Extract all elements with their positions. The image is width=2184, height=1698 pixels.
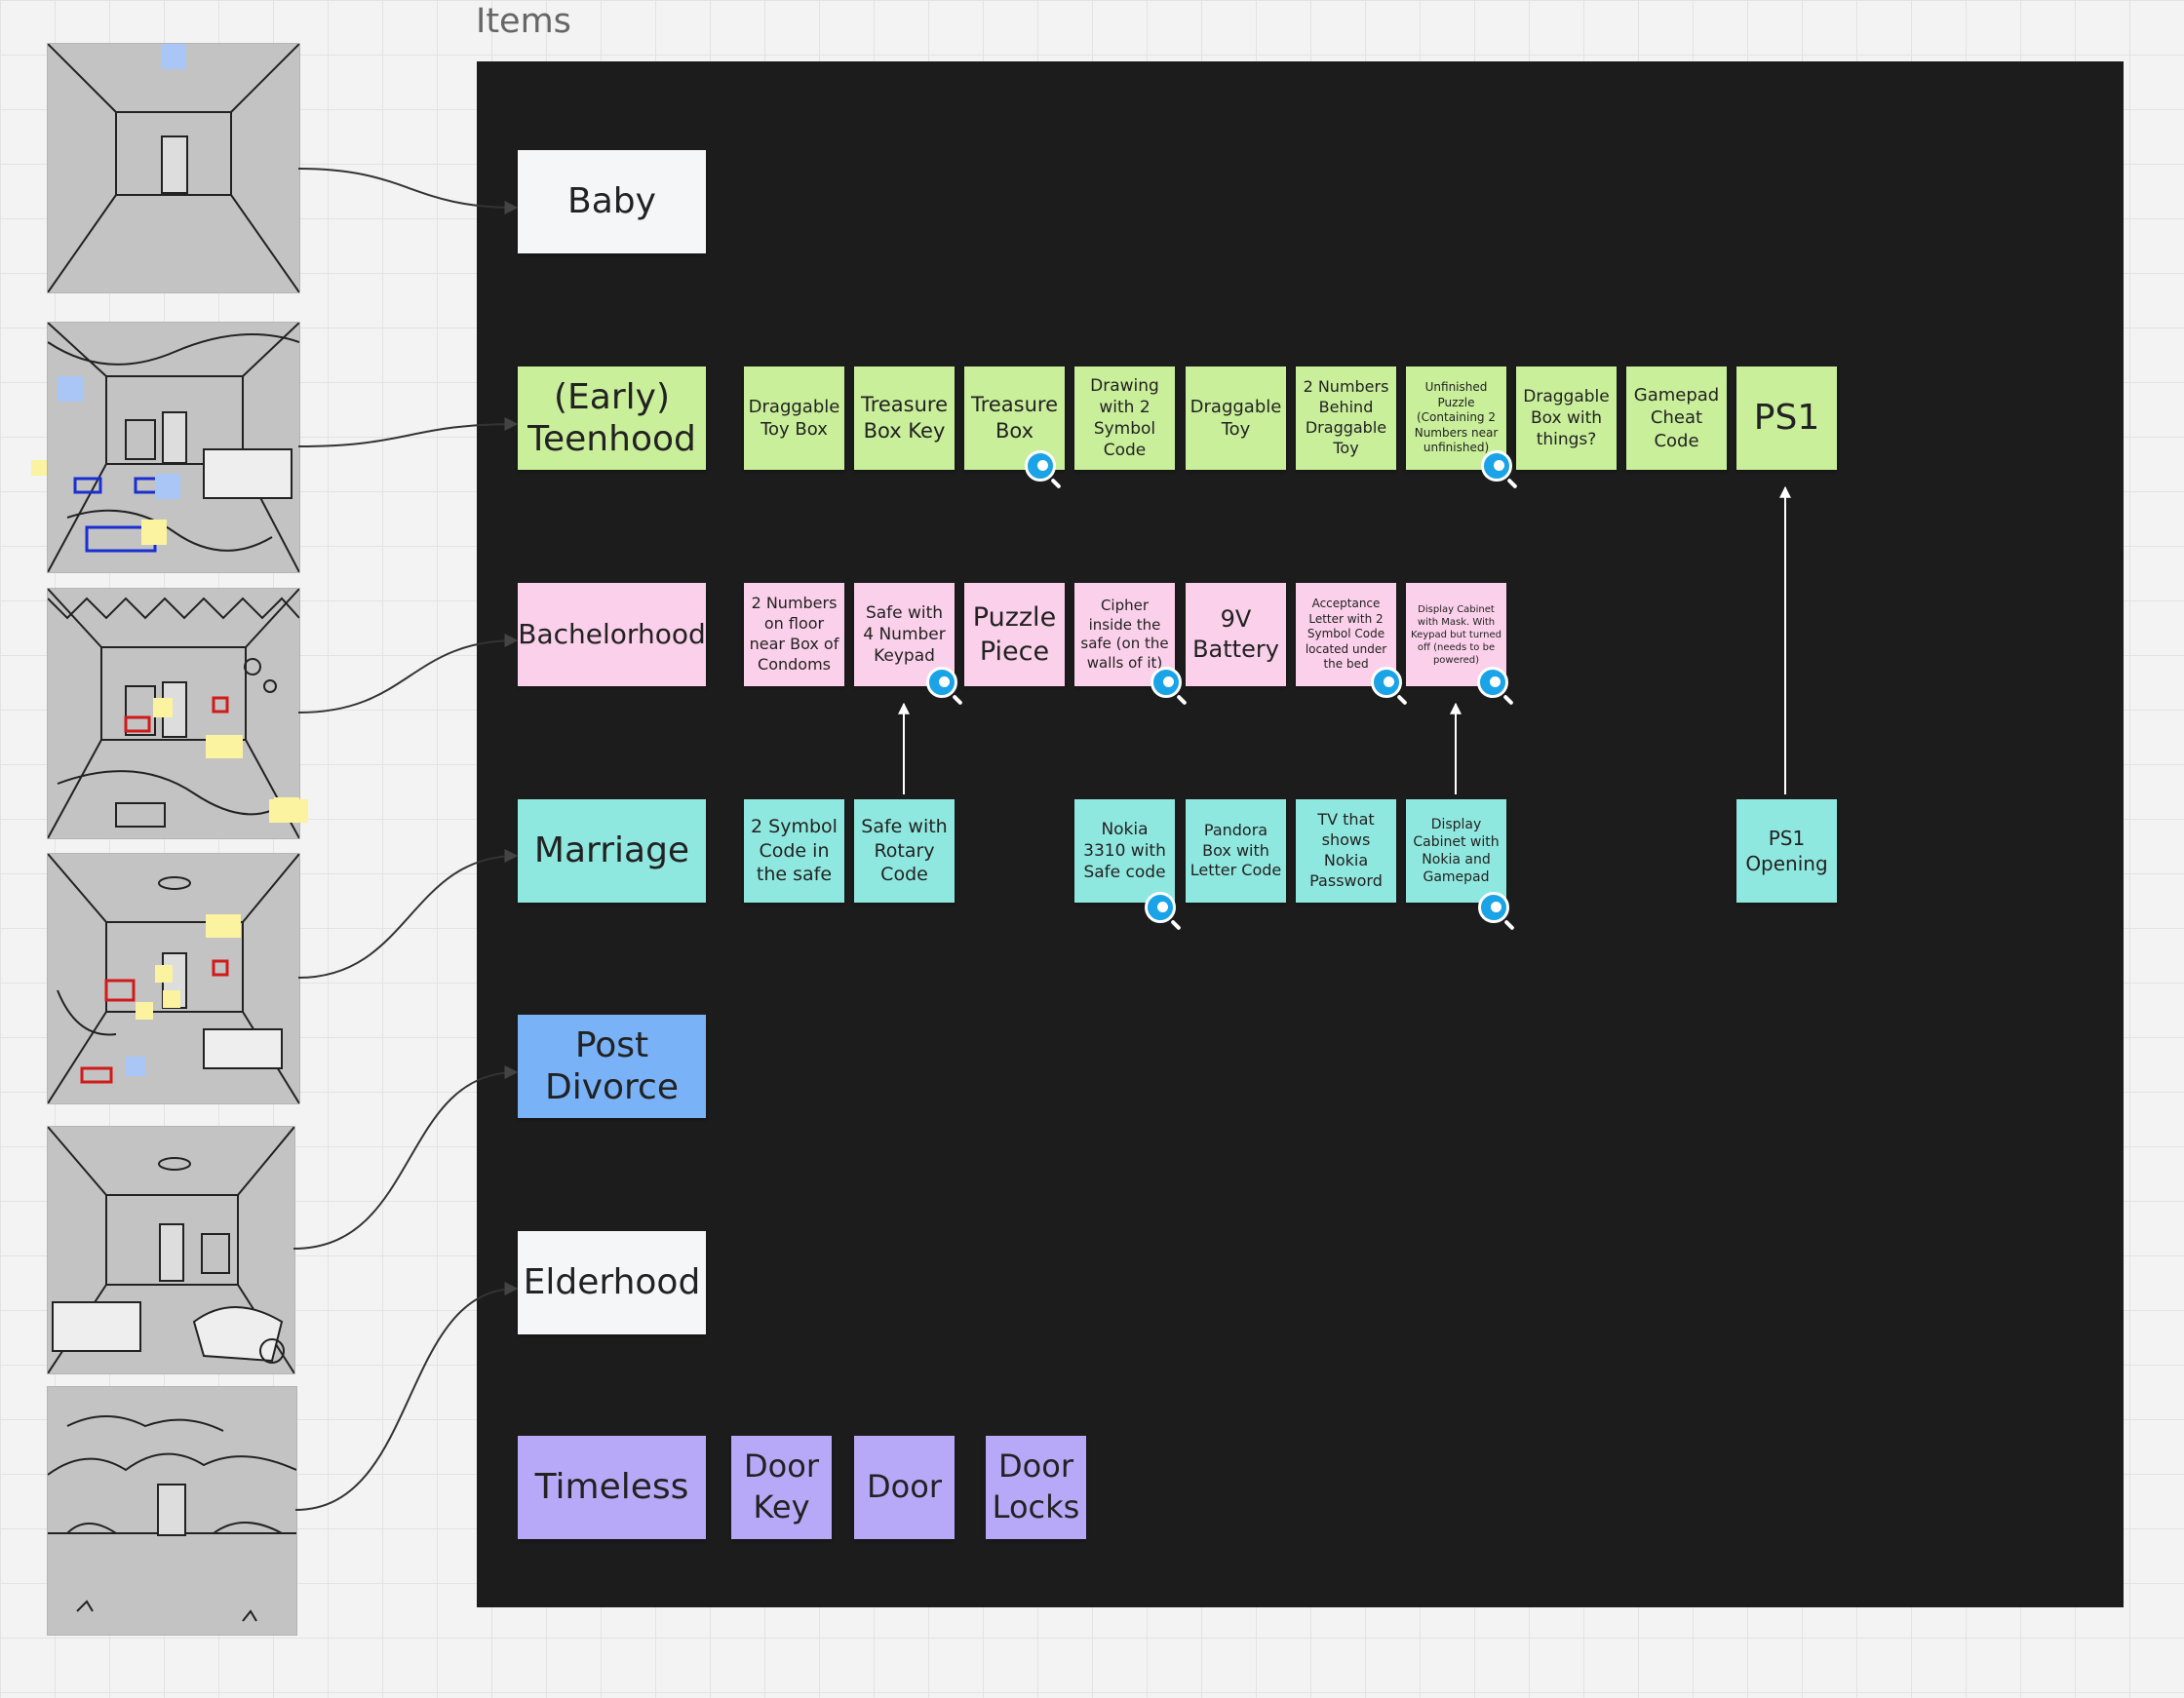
item-display-cabinet-nokia[interactable]: Display Cabinet with Nokia and Gamepad: [1406, 799, 1506, 903]
floating-sticky: [269, 799, 308, 823]
item-9v-battery[interactable]: 9V Battery: [1186, 583, 1286, 686]
item-treasure-box-key[interactable]: Treasure Box Key: [854, 367, 955, 470]
comment-bubble-icon[interactable]: [1478, 892, 1509, 923]
item-symbol-code-in-safe[interactable]: 2 Symbol Code in the safe: [744, 799, 844, 903]
item-gamepad-cheat-code[interactable]: Gamepad Cheat Code: [1626, 367, 1727, 470]
row-label-teenhood[interactable]: (Early) Teenhood: [518, 367, 706, 470]
room-sketch: [48, 589, 299, 838]
row-label-post-divorce[interactable]: Post Divorce: [518, 1015, 706, 1118]
item-door-key[interactable]: Door Key: [731, 1436, 832, 1539]
comment-bubble-icon[interactable]: [1371, 667, 1402, 698]
row-label-bachelorhood[interactable]: Bachelorhood: [518, 583, 706, 686]
room-sketch: [48, 323, 299, 572]
floating-sticky: [31, 460, 47, 476]
item-draggable-toy[interactable]: Draggable Toy: [1186, 367, 1286, 470]
item-drawing-symbol-code[interactable]: Drawing with 2 Symbol Code: [1074, 367, 1175, 470]
elder-room-thumbnail[interactable]: [47, 1386, 297, 1636]
room-sketch: [48, 854, 299, 1103]
item-door[interactable]: Door: [854, 1436, 955, 1539]
item-nokia-3310[interactable]: Nokia 3310 with Safe code: [1074, 799, 1175, 903]
item-numbers-near-condoms[interactable]: 2 Numbers on floor near Box of Condoms: [744, 583, 844, 686]
item-door-locks[interactable]: Door Locks: [986, 1436, 1086, 1539]
item-cipher-inside-safe[interactable]: Cipher inside the safe (on the walls of …: [1074, 583, 1175, 686]
comment-bubble-icon[interactable]: [1481, 450, 1512, 482]
comment-bubble-icon[interactable]: [1150, 667, 1182, 698]
frame-title: Items: [476, 2, 571, 41]
item-display-cabinet-mask[interactable]: Display Cabinet with Mask. With Keypad b…: [1406, 583, 1506, 686]
item-puzzle-piece[interactable]: Puzzle Piece: [964, 583, 1065, 686]
item-ps1[interactable]: PS1: [1736, 367, 1837, 470]
row-label-timeless[interactable]: Timeless: [518, 1436, 706, 1539]
baby-room-thumbnail[interactable]: [47, 43, 300, 293]
row-label-baby[interactable]: Baby: [518, 150, 706, 253]
item-ps1-opening[interactable]: PS1 Opening: [1736, 799, 1837, 903]
divorce-room-thumbnail[interactable]: [47, 1126, 295, 1374]
outdoor-sketch: [48, 1415, 296, 1622]
item-draggable-toy-box[interactable]: Draggable Toy Box: [744, 367, 844, 470]
item-acceptance-letter[interactable]: Acceptance Letter with 2 Symbol Code loc…: [1296, 583, 1396, 686]
row-label-marriage[interactable]: Marriage: [518, 799, 706, 903]
item-safe-4-number-keypad[interactable]: Safe with 4 Number Keypad: [854, 583, 955, 686]
item-draggable-box-things[interactable]: Draggable Box with things?: [1516, 367, 1617, 470]
room-sketch: [48, 44, 299, 292]
bachelor-room-thumbnail[interactable]: [47, 588, 300, 839]
comment-bubble-icon[interactable]: [926, 667, 957, 698]
comment-bubble-icon[interactable]: [1145, 892, 1176, 923]
comment-bubble-icon[interactable]: [1477, 667, 1508, 698]
room-sketch: [48, 1127, 294, 1373]
row-label-elderhood[interactable]: Elderhood: [518, 1231, 706, 1334]
item-tv-nokia-password[interactable]: TV that shows Nokia Password: [1296, 799, 1396, 903]
item-numbers-behind-toy[interactable]: 2 Numbers Behind Draggable Toy: [1296, 367, 1396, 470]
teen-room-thumbnail[interactable]: [47, 322, 300, 573]
marriage-room-thumbnail[interactable]: [47, 853, 300, 1104]
item-pandora-box[interactable]: Pandora Box with Letter Code: [1186, 799, 1286, 903]
comment-bubble-icon[interactable]: [1025, 450, 1056, 482]
item-safe-rotary-code[interactable]: Safe with Rotary Code: [854, 799, 955, 903]
